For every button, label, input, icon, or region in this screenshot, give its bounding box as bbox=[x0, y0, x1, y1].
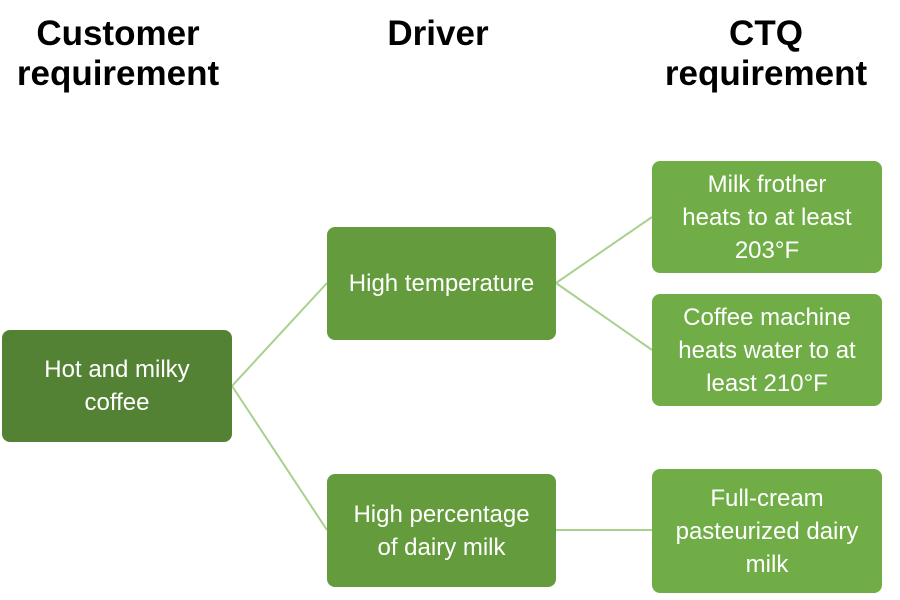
ctq-milk-frother-label: Milk frother heats to at least 203°F bbox=[682, 170, 852, 264]
ctq-full-cream-milk-label: Full-cream pasteurized dairy milk bbox=[675, 484, 859, 578]
customer-requirement-label: Hot and milky coffee bbox=[44, 356, 190, 416]
driver-high-temperature-label: High temperature bbox=[348, 270, 535, 297]
driver-high-temperature-box: High temperature bbox=[327, 227, 556, 340]
connector-customer-to-temperature bbox=[231, 282, 328, 387]
customer-requirement-heading: Customer requirement bbox=[0, 14, 236, 94]
ctq-requirement-heading: CTQ requirement bbox=[640, 14, 892, 94]
ctq-coffee-machine-label: Coffee machine heats water to at least 2… bbox=[678, 303, 856, 397]
customer-requirement-box: Hot and milky coffee bbox=[2, 330, 232, 442]
driver-heading-text: Driver bbox=[387, 14, 489, 53]
driver-dairy-milk-box: High percentage of dairy milk bbox=[327, 474, 556, 587]
driver-dairy-milk-label: High percentage of dairy milk bbox=[353, 500, 530, 561]
ctq-full-cream-milk-box: Full-cream pasteurized dairy milk bbox=[652, 469, 882, 593]
connector-temperature-to-machine bbox=[555, 282, 653, 351]
customer-requirement-heading-text: Customer requirement bbox=[16, 14, 220, 93]
ctq-coffee-machine-box: Coffee machine heats water to at least 2… bbox=[652, 294, 882, 406]
driver-heading: Driver bbox=[340, 14, 536, 54]
connector-customer-to-milk bbox=[231, 385, 328, 531]
ctq-requirement-heading-text: CTQ requirement bbox=[664, 14, 868, 93]
connector-temperature-to-frother bbox=[555, 216, 653, 284]
ctq-milk-frother-box: Milk frother heats to at least 203°F bbox=[652, 161, 882, 273]
